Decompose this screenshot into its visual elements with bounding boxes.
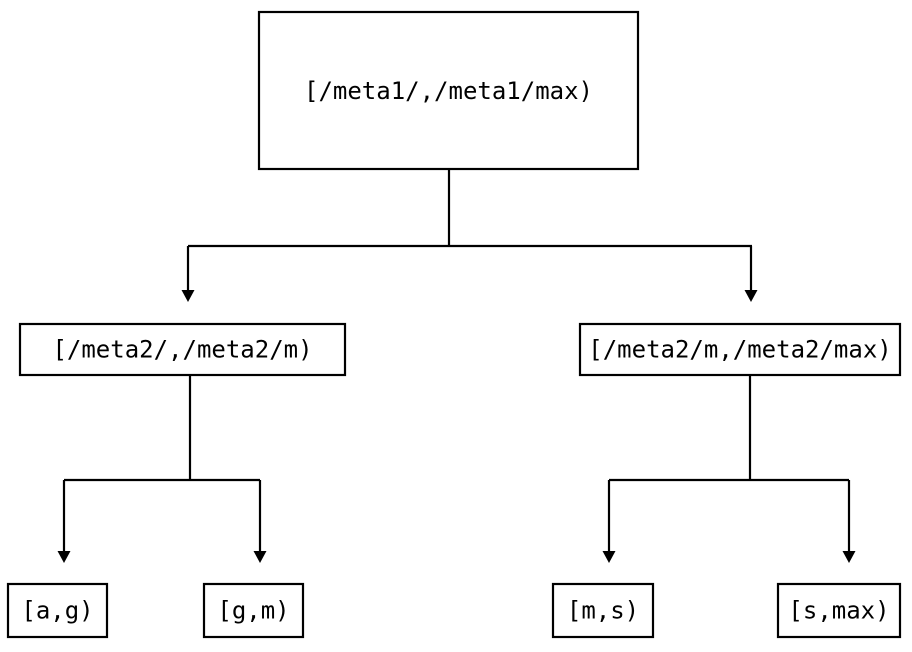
arrow-head-icon-leaf-1 [57,551,71,563]
node-leaf-3-box[interactable] [551,582,655,639]
node-leaf-4[interactable]: [s,max) [776,582,902,639]
node-leaf-1-label: [a,g) [21,597,93,625]
node-leaf-1-box[interactable] [6,582,109,639]
edge-group-midleft-to-leaves [57,376,267,563]
arrow-head-icon-leaf-2 [253,551,267,563]
node-leaf-1[interactable]: [a,g) [6,582,109,639]
arrow-head-icon-mid-left [181,290,195,302]
node-root-box[interactable] [257,10,640,171]
node-leaf-2-label: [g,m) [217,597,289,625]
node-leaf-2[interactable]: [g,m) [202,582,305,639]
node-root-label: [/meta1/,/meta1/max) [304,77,593,105]
node-mid-right-label: [/meta2/m,/meta2/max) [588,336,891,364]
node-mid-right[interactable]: [/meta2/m,/meta2/max) [578,322,902,377]
node-leaf-4-label: [s,max) [788,597,889,625]
arrow-head-icon-mid-right [744,290,758,302]
edge-group-root-to-mid [181,169,758,302]
node-mid-left-label: [/meta2/,/meta2/m) [52,336,312,364]
node-leaf-3[interactable]: [m,s) [551,582,655,639]
node-leaf-2-box[interactable] [202,582,305,639]
arrow-head-icon-leaf-3 [602,551,616,563]
node-mid-left[interactable]: [/meta2/,/meta2/m) [18,322,347,377]
node-mid-right-box[interactable] [578,322,902,377]
arrow-head-icon-leaf-4 [842,551,856,563]
node-root[interactable]: [/meta1/,/meta1/max) [257,10,640,171]
edge-group-midright-to-leaves [602,376,856,563]
node-leaf-4-box[interactable] [776,582,902,639]
node-leaf-3-label: [m,s) [567,597,639,625]
node-mid-left-box[interactable] [18,322,347,377]
